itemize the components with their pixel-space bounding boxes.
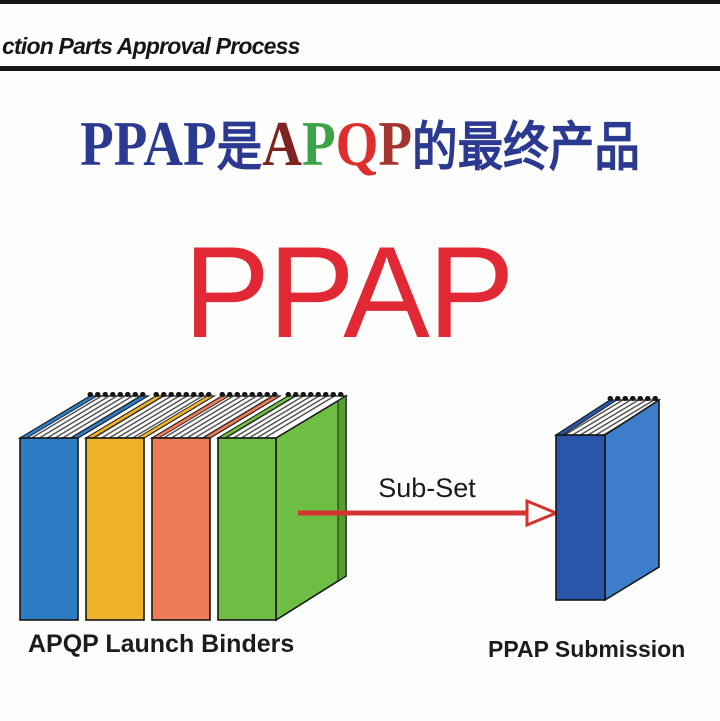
- binder-submission: [553, 396, 662, 602]
- hero-ppap-text: PPAP: [183, 219, 514, 365]
- slide-header-title: ction Parts Approval Process: [2, 33, 300, 59]
- pages-top: [225, 396, 339, 438]
- pages-top: [159, 396, 273, 438]
- main-title: PPAP 是 A P Q P 的最终产品: [50, 112, 669, 176]
- binder-spine: [19, 437, 79, 621]
- title-ppap: PPAP: [80, 108, 217, 179]
- binder-blue: [17, 392, 151, 621]
- title-p-red: P: [378, 108, 413, 179]
- arrow-label: Sub-Set: [378, 473, 476, 503]
- binder-spine: [217, 437, 277, 621]
- binder-cover: [604, 398, 660, 602]
- binder-diagram: Sub-Set APQP Launch Binders PPAP Submiss…: [17, 392, 685, 662]
- title-a: A: [262, 108, 302, 179]
- binder-green: [215, 392, 349, 622]
- binder-spine: [555, 434, 606, 601]
- binder-yellow: [83, 392, 217, 621]
- ppap-submission-caption: PPAP Submission: [488, 636, 685, 662]
- binder-spine: [151, 437, 211, 621]
- pages-top: [93, 396, 207, 438]
- header-underline: [0, 66, 720, 71]
- title-p-green: P: [301, 108, 336, 179]
- top-rule: [0, 0, 720, 4]
- arrow-head: [525, 498, 560, 528]
- binder-cover-edge: [337, 395, 347, 582]
- title-suffix: 的最终产品: [412, 119, 640, 177]
- pages-top: [563, 400, 659, 435]
- pages-top: [27, 396, 141, 438]
- title-shi: 是: [216, 119, 263, 177]
- binder-orange: [149, 392, 283, 621]
- binder-spine: [85, 437, 145, 621]
- apqp-binders-caption: APQP Launch Binders: [28, 630, 294, 658]
- title-q: Q: [335, 108, 379, 179]
- subset-arrow: [298, 498, 560, 528]
